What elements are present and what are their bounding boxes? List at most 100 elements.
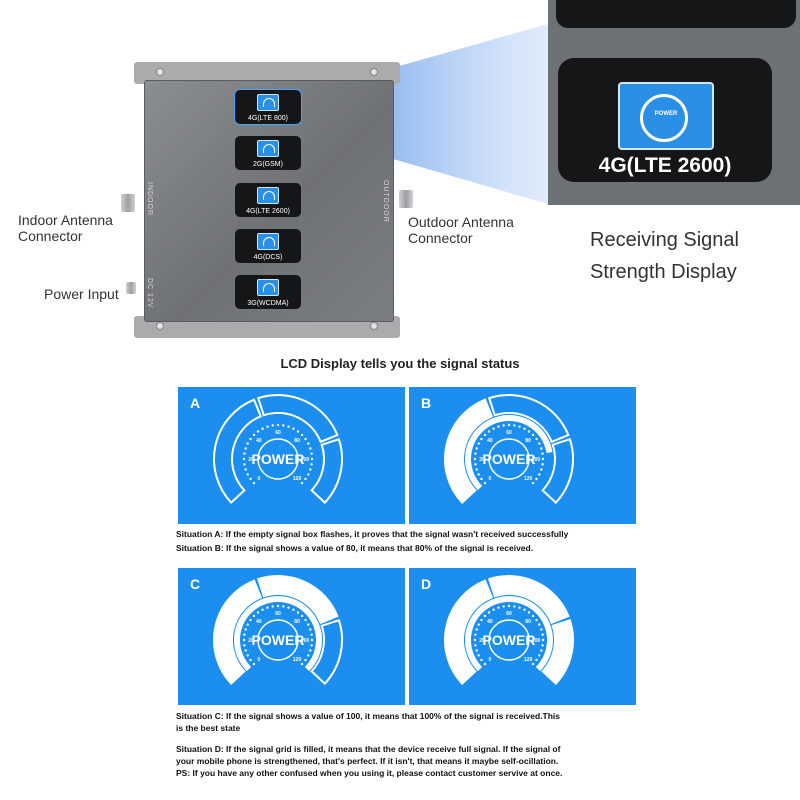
gauge-tick (310, 457, 314, 461)
gauge-tick-label: 120 (524, 657, 533, 663)
gauge-tick (304, 477, 307, 481)
gauge-tick (252, 433, 256, 437)
gauge-tick-label: 40 (256, 619, 262, 625)
indoor-callout-line2: Connector (18, 228, 83, 244)
gauge-tick (487, 611, 491, 614)
power-port-label: DC 12V (146, 278, 153, 309)
gauge-tick (300, 481, 304, 485)
gauge-tick (242, 638, 246, 642)
gauge-tick (271, 424, 274, 427)
gauge-tick (475, 447, 478, 450)
gauge-tick (502, 605, 505, 608)
gauge-tick (261, 427, 264, 430)
power-gauge-icon (257, 140, 279, 157)
zoom-beam (300, 24, 548, 204)
gauge-tick-label: 0 (489, 657, 492, 663)
gauge-tick (287, 606, 290, 609)
caption-c2: is the best state (176, 723, 241, 733)
display-callout: Receiving Signal Strength Display (590, 224, 739, 288)
gauge-tick (310, 452, 313, 455)
gauge-tick (304, 618, 307, 622)
screw-icon (156, 322, 164, 330)
gauge-tick (300, 433, 304, 437)
gauge-tick-label: 20 (479, 638, 485, 644)
gauge-fill (465, 415, 553, 491)
gauge-tick (480, 437, 483, 441)
gauge-tick (276, 423, 280, 427)
gauge-tick-label: 120 (293, 476, 302, 482)
caption-d2: your mobile phone is strengthened, that'… (176, 756, 559, 766)
gauge-segment (444, 579, 494, 686)
gauge-tick-label: 40 (487, 619, 493, 625)
gauge-tick-label: 80 (294, 438, 300, 444)
device-top-flange (134, 62, 400, 84)
section-title: LCD Display tells you the signal status (280, 356, 520, 371)
gauge-tick (535, 437, 538, 441)
power-gauge-icon (257, 279, 279, 296)
gauge-tick-label: 120 (524, 476, 533, 482)
gauge-tick (492, 608, 495, 611)
gauge-tick (300, 614, 304, 618)
gauge-tick (507, 423, 511, 427)
gauge-tick (474, 633, 477, 636)
gauge-tick (249, 437, 252, 441)
gauge-tick (480, 477, 483, 481)
gauge-tick (244, 447, 247, 450)
gauge-power-label: POWER (252, 451, 305, 467)
gauge-tick (541, 457, 545, 461)
caption-d1: Situation D: If the signal grid is fille… (176, 744, 561, 754)
gauge-tick-label: 0 (489, 476, 492, 482)
gauge-tick (492, 427, 495, 430)
gauge-tick (242, 457, 246, 461)
gauge-segment (541, 437, 574, 505)
gauge-tick (292, 427, 295, 430)
gauge-tick (474, 452, 477, 455)
gauge-tick (246, 442, 249, 445)
power-gauge-icon (257, 233, 279, 250)
gauge-tick (477, 654, 480, 657)
gauge-tick (538, 473, 541, 476)
gauge-tick (292, 608, 295, 611)
gauge-tick (307, 654, 310, 657)
gauge-tick (535, 618, 538, 622)
gauge-fill (234, 596, 322, 672)
gauge-power-label: POWER (483, 632, 536, 648)
gauge-tick-label: 80 (525, 438, 531, 444)
gauge-tick (538, 442, 541, 445)
gauge-tick (483, 433, 487, 437)
channel-label: 3G(WCDMA) (247, 300, 289, 307)
gauge-segment (256, 394, 339, 444)
gauge-tick-label: 100 (301, 457, 310, 463)
channel-label: 4G(DCS) (253, 254, 283, 261)
gauge-tick (531, 481, 535, 485)
gauge-tick (310, 463, 313, 466)
outdoor-callout-line2: Connector (408, 230, 473, 246)
outdoor-port-label: OUTDOOR (382, 180, 389, 223)
gauge-tick (541, 644, 544, 647)
channel-display-lte2600: 4G(LTE 2600) (235, 183, 301, 217)
gauge-segment (541, 618, 574, 686)
zoom-display-box: POWER 4G(LTE 2600) (558, 58, 772, 182)
gauge-tick (513, 424, 516, 427)
gauge-tick (243, 452, 246, 455)
panel-letter: C (190, 576, 201, 592)
gauge-tick (473, 638, 477, 642)
zoom-upper-display (556, 0, 796, 28)
gauge-tick (540, 447, 543, 450)
gauge-tick (531, 433, 535, 437)
gauge-tick (518, 606, 521, 609)
gauge-tick (483, 481, 487, 485)
gauge-tick (477, 623, 480, 626)
gauge-tick (531, 662, 535, 666)
gauge-tick-label: 40 (256, 438, 262, 444)
gauge-tick (475, 468, 478, 471)
gauge-tick (535, 658, 538, 662)
channel-display-gsm: 2G(GSM) (235, 136, 301, 170)
power-gauge-icon (257, 187, 279, 204)
gauge-tick (540, 468, 543, 471)
power-callout: Power Input (44, 286, 119, 302)
